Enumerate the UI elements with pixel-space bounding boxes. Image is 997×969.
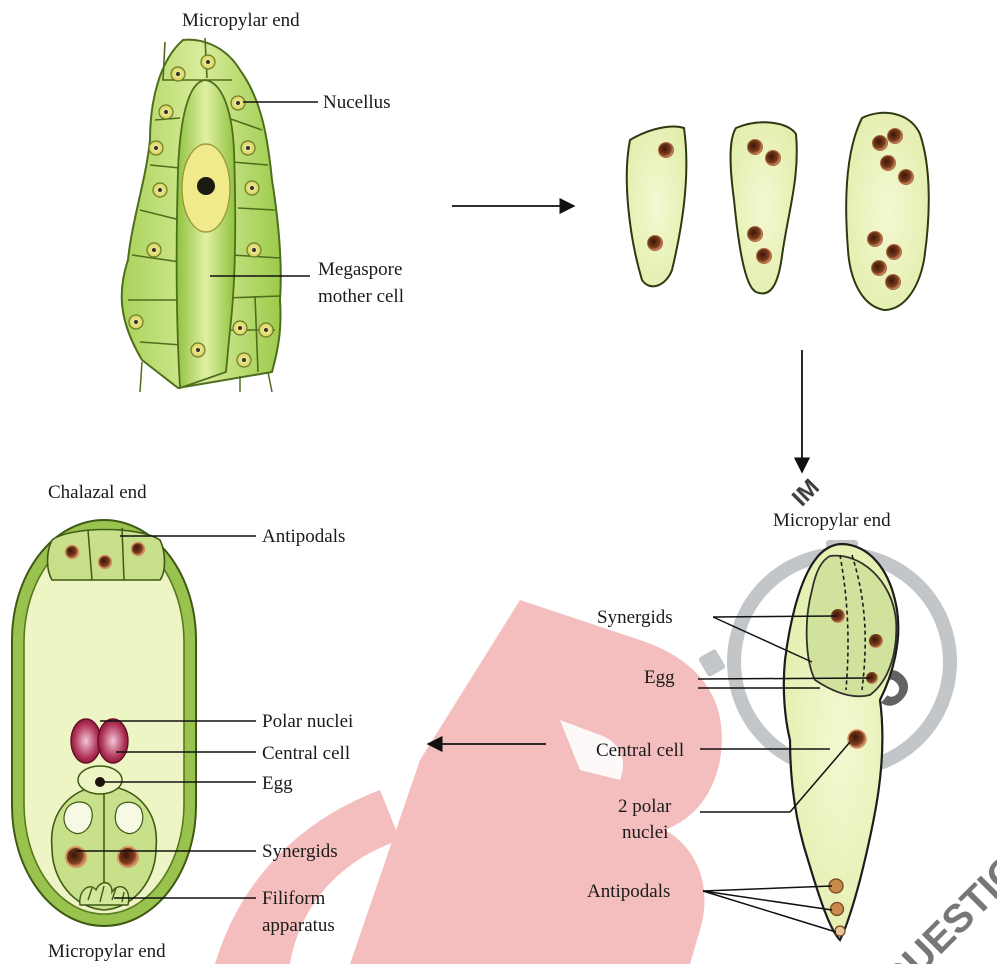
- stage3-polar-label-line2: nuclei: [622, 822, 668, 843]
- stage4-filiform-line1: Filiform: [262, 888, 326, 909]
- stage4-central-cell-label: Central cell: [262, 743, 350, 764]
- antipodal-nucleus-3: [132, 543, 145, 556]
- synergid-nucleus-1: [66, 847, 86, 867]
- stage3-polar-label-line1: 2 polar: [618, 796, 672, 817]
- stage4-antipodals-label: Antipodals: [262, 526, 345, 547]
- stage1-top-label: Micropylar end: [182, 10, 300, 31]
- stage3-antipodal-3: [835, 926, 845, 936]
- megaspore-mother-cell: [177, 80, 236, 388]
- watermark-im: IM: [787, 474, 825, 512]
- mmc-nucleolus: [197, 177, 215, 195]
- stage3-central-cell-label: Central cell: [596, 740, 684, 761]
- stage3-top-label: Micropylar end: [773, 510, 891, 531]
- stage3-synergid-nucleus-2: [869, 634, 883, 648]
- stage3-synergids-label: Synergids: [597, 607, 673, 628]
- stage4-polar-nuclei-label: Polar nuclei: [262, 711, 353, 732]
- stage3-egg-label: Egg: [644, 667, 675, 688]
- stage4-top-label: Chalazal end: [48, 482, 147, 503]
- antipodal-nucleus-2: [99, 556, 112, 569]
- stage4-synergids-label: Synergids: [262, 841, 338, 862]
- stage4-filiform-line2: apparatus: [262, 915, 335, 936]
- stage4-egg-label: Egg: [262, 773, 293, 794]
- two-nucleate-sac: [627, 127, 687, 287]
- watermark-b-letter: [350, 600, 722, 964]
- polar-nucleus-1: [71, 719, 101, 763]
- stage3-antipodals-label: Antipodals: [587, 881, 670, 902]
- antipodal-nucleus-1: [66, 546, 79, 559]
- nucellus-stage: Micropylar end Nucellus Megaspore mother…: [122, 10, 404, 392]
- watermark-stopwatch-side: [698, 648, 726, 677]
- mature-embryo-sac: Chalazal end Antipodals Polar nuclei Cen…: [12, 482, 353, 962]
- synergid-vacuole-2: [115, 802, 143, 833]
- mmc-label-line2: mother cell: [318, 286, 404, 307]
- stage3-antipodal-2: [831, 903, 844, 916]
- synergid-nucleus-2: [118, 847, 138, 867]
- polar-nucleus-2: [98, 719, 128, 763]
- nucellus-label: Nucellus: [323, 92, 391, 113]
- nuclear-division-stage: [627, 113, 929, 310]
- mmc-label-line1: Megaspore: [318, 259, 402, 280]
- stage3-polar-nucleus: [848, 730, 866, 748]
- antipodal-cap: [48, 530, 165, 581]
- stage4-bottom-label: Micropylar end: [48, 941, 166, 962]
- four-nucleate-sac: [731, 122, 797, 293]
